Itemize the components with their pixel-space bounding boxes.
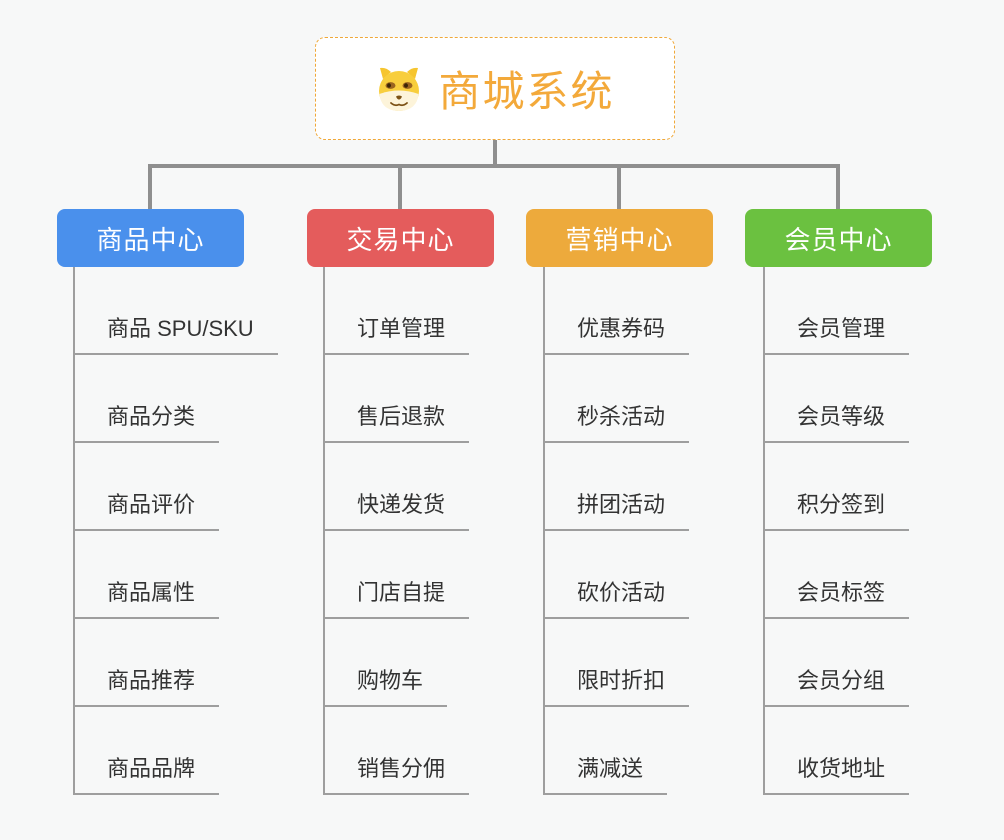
leaf-node[interactable]: 积分签到 [765,443,910,531]
branch-node-member[interactable]: 会员中心 [745,209,932,267]
branch-label: 交易中心 [346,224,455,255]
leaf-label: 积分签到 [797,492,886,517]
leaf-label: 拼团活动 [577,492,666,517]
leaf-label: 快递发货 [357,492,446,517]
leaf-label: 购物车 [357,668,424,693]
branch-label: 营销中心 [565,224,674,255]
leaf-node[interactable]: 会员管理 [765,267,910,355]
leaf-label: 商品分类 [107,404,196,429]
leaf-node[interactable]: 商品品牌 [75,707,220,795]
leaf-label: 满减送 [577,756,644,781]
leaf-node[interactable]: 商品评价 [75,443,220,531]
leaf-node[interactable]: 销售分佣 [325,707,470,795]
leaf-node[interactable]: 收货地址 [765,707,910,795]
leaf-node[interactable]: 订单管理 [325,267,470,355]
leaf-label: 秒杀活动 [577,404,666,429]
leaf-label: 销售分佣 [357,756,446,781]
branch-children-trade: 订单管理 售后退款 快递发货 门店自提 购物车 销售分佣 [323,267,470,795]
leaf-label: 商品品牌 [107,756,196,781]
leaf-node[interactable]: 会员标签 [765,531,910,619]
leaf-label: 会员管理 [797,316,886,341]
leaf-node[interactable]: 会员分组 [765,619,910,707]
leaf-label: 商品 SPU/SKU [107,316,254,341]
root-title: 商城系统 [438,68,615,115]
leaf-label: 订单管理 [357,316,446,341]
connector-bus [148,164,840,168]
leaf-node[interactable]: 限时折扣 [545,619,690,707]
branch-children-marketing: 优惠券码 秒杀活动 拼团活动 砍价活动 限时折扣 满减送 [543,267,690,795]
leaf-node[interactable]: 购物车 [325,619,448,707]
leaf-label: 砍价活动 [577,580,666,605]
leaf-node[interactable]: 优惠券码 [545,267,690,355]
leaf-label: 商品推荐 [107,668,196,693]
leaf-node[interactable]: 会员等级 [765,355,910,443]
branch-label: 会员中心 [784,224,893,255]
branch-children-member: 会员管理 会员等级 积分签到 会员标签 会员分组 收货地址 [763,267,910,795]
doge-icon [375,65,423,113]
branch-node-product[interactable]: 商品中心 [57,209,244,267]
root-node[interactable]: 商城系统 [315,37,675,140]
leaf-label: 收货地址 [797,756,886,781]
leaf-label: 售后退款 [357,404,446,429]
leaf-label: 商品评价 [107,492,196,517]
leaf-label: 优惠券码 [577,316,666,341]
connector-drop-trade [398,164,402,210]
connector-drop-member [836,164,840,210]
leaf-node[interactable]: 商品分类 [75,355,220,443]
leaf-label: 门店自提 [357,580,446,605]
connector-drop-product [148,164,152,210]
leaf-label: 会员分组 [797,668,886,693]
connector-drop-marketing [617,164,621,210]
leaf-node[interactable]: 门店自提 [325,531,470,619]
leaf-node[interactable]: 砍价活动 [545,531,690,619]
leaf-node[interactable]: 商品 SPU/SKU [75,267,278,355]
leaf-node[interactable]: 快递发货 [325,443,470,531]
leaf-node[interactable]: 秒杀活动 [545,355,690,443]
leaf-label: 限时折扣 [577,668,666,693]
branch-children-product: 商品 SPU/SKU 商品分类 商品评价 商品属性 商品推荐 商品品牌 [73,267,278,795]
leaf-node[interactable]: 商品推荐 [75,619,220,707]
leaf-node[interactable]: 拼团活动 [545,443,690,531]
branch-label: 商品中心 [96,224,205,255]
leaf-label: 会员标签 [797,580,886,605]
leaf-label: 商品属性 [107,580,196,605]
branch-node-marketing[interactable]: 营销中心 [526,209,713,267]
connector-root-stem [493,140,497,166]
leaf-label: 会员等级 [797,404,886,429]
leaf-node[interactable]: 商品属性 [75,531,220,619]
leaf-node[interactable]: 售后退款 [325,355,470,443]
branch-node-trade[interactable]: 交易中心 [307,209,494,267]
leaf-node[interactable]: 满减送 [545,707,668,795]
